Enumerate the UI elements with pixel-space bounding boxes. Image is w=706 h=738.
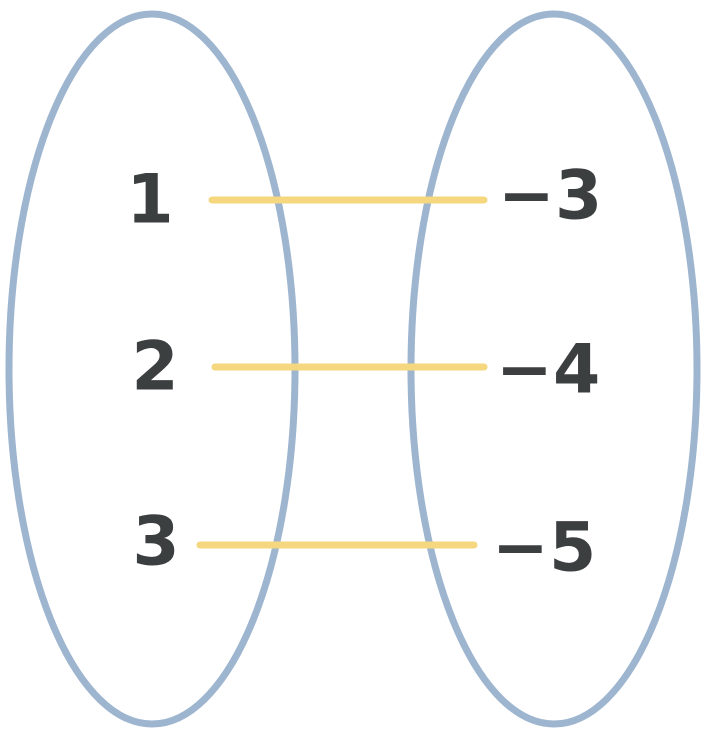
domain-element-3: 3 <box>132 503 179 582</box>
domain-element-1: 1 <box>126 161 173 240</box>
range-element-neg3: −3 <box>498 157 602 236</box>
range-element-neg5: −5 <box>492 509 596 588</box>
range-element-neg4: −4 <box>496 331 600 410</box>
domain-element-2: 2 <box>131 328 178 407</box>
